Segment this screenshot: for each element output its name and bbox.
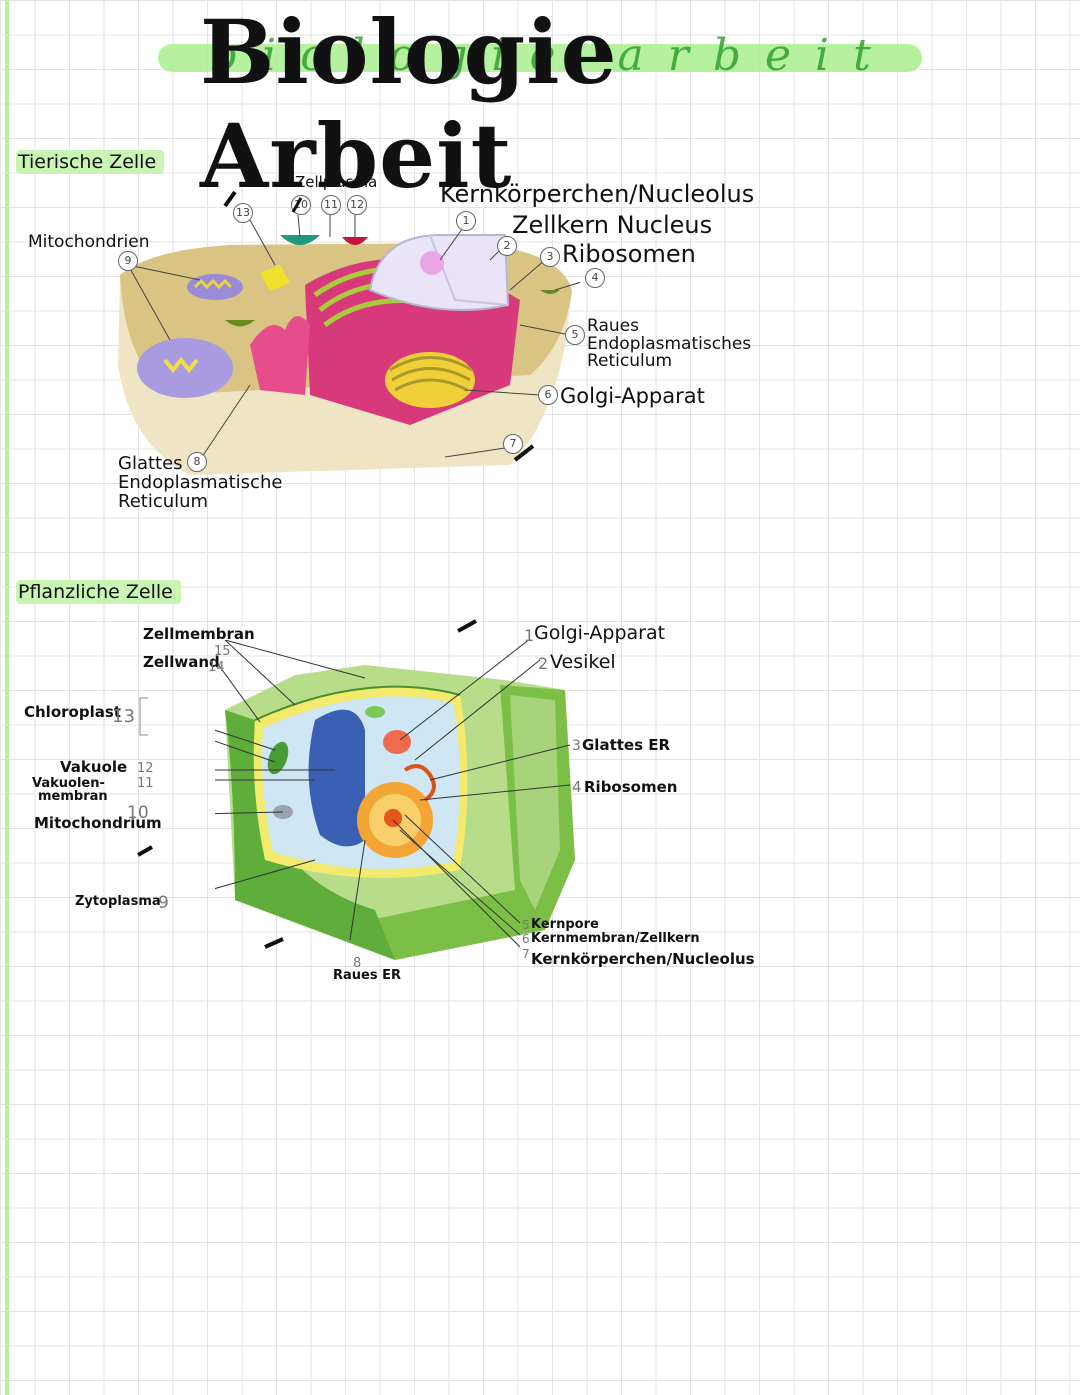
marker-5: 5 [565,325,585,345]
label-glattes-er: Glattes ER [582,736,671,754]
num-zytoplasma: 9 [158,893,169,913]
num-golgi: 1 [524,626,535,645]
title-block: biologie arbeit Biologie Arbeit [150,0,930,208]
num-kernpore: 5 [522,918,530,932]
num-mitochondrium: 10 [127,803,149,823]
num-zellwand: 14 [208,660,225,675]
marker-1: 1 [456,211,476,231]
label-ribosomen-plant: Ribosomen [584,778,678,796]
label-zellmembran: Zellmembran [143,625,255,643]
marker-2: 2 [497,236,517,256]
title-highlight [158,44,922,72]
lysosome [225,320,255,327]
golgi [383,730,411,754]
label-zellwand: Zellwand [143,653,220,671]
label-vakuolenmembran-1: Vakuolen- [32,776,105,791]
label-glattes-2: Endoplasmatische [118,472,283,493]
label-vakuole: Vakuole [60,758,128,776]
label-mitochondrien: Mitochondrien [28,232,150,252]
num-ribosomen: 4 [572,778,582,796]
title-script: biologie arbeit [210,30,895,81]
centriole [260,265,290,291]
plant-cell-heading: Pflanzliche Zelle [16,580,181,604]
vesicle-red [342,237,368,245]
margin-line [5,0,9,1395]
num-vesikel: 2 [538,654,549,673]
label-golgi: Golgi-Apparat [560,384,705,408]
cell-wall-front [225,710,395,960]
label-raues-er-plant: Raues ER [333,968,402,983]
label-kernpore: Kernpore [531,917,599,932]
label-kernkoerperchen: Kernkörperchen/Nucleolus [440,180,755,208]
plant-cell-diagram [215,640,575,960]
nucleolus [420,251,444,275]
label-kernkoerperchen-plant: Kernkörperchen/Nucleolus [531,950,755,968]
label-mitochondrium: Mitochondrium [34,814,162,832]
vesicle-green [280,235,320,245]
marker-12: 12 [347,195,367,215]
marker-4: 4 [585,268,605,288]
label-kernmembran: Kernmembran/Zellkern [531,931,700,946]
label-raues-er-1: Raues [587,316,639,336]
num-chloroplast: 13 [112,706,135,727]
num-kernkoerperchen: 7 [522,947,530,961]
smooth-er [403,764,436,802]
label-ribosomen: Ribosomen [562,240,696,268]
plant-ticks [137,619,477,949]
marker-13: 13 [233,203,253,223]
marker-3: 3 [540,247,560,267]
animal-cell-diagram [118,214,580,475]
marker-7: 7 [503,434,523,454]
vacuole [308,709,365,847]
num-vakuole: 12 [137,761,154,776]
num-zellmembran: 15 [214,644,231,659]
num-kernmembran: 6 [522,932,530,946]
label-glattes-3: Reticulum [118,491,209,512]
smooth-er [250,316,310,395]
label-raues-er-2: Endoplasmatisches [587,334,752,354]
chloroplast-2 [365,706,385,718]
num-raues-er: 8 [353,956,362,971]
label-zytoplasma: Zytoplasma [75,894,161,909]
label-golgi-plant: Golgi-Apparat [534,622,666,644]
label-chloroplast: Chloroplast [24,703,121,721]
peroxisome [540,290,560,294]
marker-8: 8 [187,452,207,472]
marker-9: 9 [118,251,138,271]
label-zellkern: Zellkern Nucleus [512,211,713,239]
num-vakuolenmembran: 11 [137,776,154,791]
label-raues-er-3: Reticulum [587,351,673,371]
num-glattes-er: 3 [572,738,581,754]
marker-11: 11 [321,195,341,215]
nucleolus [384,809,402,827]
animal-cell-heading: Tierische Zelle [16,150,165,174]
label-glattes-1: Glattes [118,453,183,474]
page-title: Biologie Arbeit [200,0,618,208]
label-vakuolenmembran-2: membran [38,789,108,804]
label-vesikel: Vesikel [550,651,616,673]
marker-6: 6 [538,385,558,405]
tick-marks-animal [223,190,535,462]
label-zellplasma: Zellplasma [295,173,378,191]
chloroplast [267,741,289,775]
